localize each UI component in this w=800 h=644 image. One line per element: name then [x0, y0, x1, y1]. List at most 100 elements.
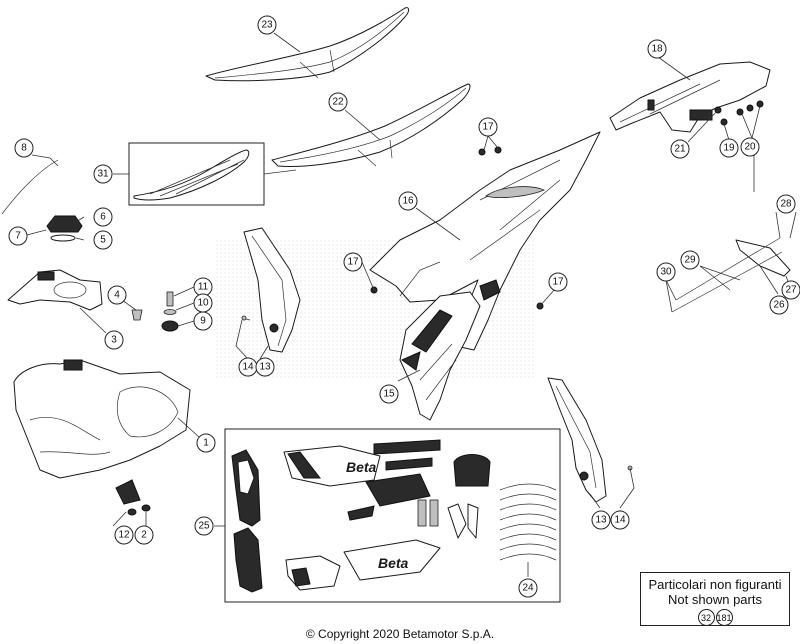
- svg-text:24: 24: [522, 583, 534, 594]
- callout-23: 23: [257, 15, 277, 35]
- radiator-shroud-13-right: [547, 377, 607, 503]
- svg-text:9: 9: [200, 316, 206, 327]
- svg-text:12: 12: [118, 530, 130, 541]
- callout-1: 1: [196, 433, 216, 453]
- callout-31: 31: [93, 164, 113, 184]
- svg-text:14: 14: [614, 515, 626, 526]
- svg-text:7: 7: [15, 231, 21, 242]
- rim-stripes-24: [499, 483, 557, 561]
- callouts: 23 22 31 8 6 7 5 3 4 11 10 9 14 13 1 12 …: [8, 15, 800, 598]
- callout-13-left: 13: [255, 357, 275, 377]
- decal-kit-box-25: Beta Beta: [224, 428, 561, 603]
- callout-28: 28: [776, 194, 796, 214]
- seat-22: [271, 83, 471, 167]
- tank-cap-6: [46, 215, 83, 242]
- svg-text:17: 17: [482, 122, 494, 133]
- callout-3: 3: [104, 330, 124, 350]
- callout-24: 24: [518, 578, 538, 598]
- svg-text:10: 10: [197, 298, 209, 309]
- callout-18: 18: [647, 39, 667, 59]
- callout-21: 21: [670, 139, 690, 159]
- callout-17-top: 17: [478, 117, 498, 137]
- svg-text:15: 15: [383, 389, 395, 400]
- svg-text:13: 13: [595, 515, 607, 526]
- logo-beta-1: Beta: [346, 459, 377, 475]
- ref-callout-181: 181: [715, 609, 733, 626]
- svg-text:4: 4: [114, 290, 120, 301]
- callout-19: 19: [719, 138, 739, 158]
- callout-5: 5: [93, 230, 113, 250]
- svg-text:14: 14: [242, 362, 254, 373]
- svg-text:11: 11: [198, 282, 209, 293]
- callout-12: 12: [114, 525, 134, 545]
- copyright-footer: © Copyright 2020 Betamotor S.p.A.: [305, 627, 495, 641]
- callout-27: 27: [781, 280, 800, 300]
- callout-4: 4: [107, 285, 127, 305]
- svg-text:17: 17: [552, 277, 564, 288]
- note-line-english: Not shown parts: [668, 592, 762, 607]
- callout-26: 26: [769, 295, 789, 315]
- screw-14-left: [241, 315, 251, 321]
- fuel-tank-1: [13, 359, 191, 479]
- rear-fender-16: [369, 131, 601, 351]
- svg-text:21: 21: [674, 144, 686, 155]
- svg-text:25: 25: [198, 521, 210, 532]
- seat-cover-box-31: [128, 142, 297, 206]
- callout-10: 10: [193, 293, 213, 313]
- svg-text:17: 17: [347, 257, 359, 268]
- callout-17-right: 17: [548, 272, 568, 292]
- svg-text:22: 22: [332, 97, 344, 108]
- callout-14-right: 14: [610, 510, 630, 530]
- svg-text:18: 18: [651, 44, 663, 55]
- callout-8: 8: [14, 138, 34, 158]
- svg-text:31: 31: [97, 169, 109, 180]
- svg-text:19: 19: [723, 143, 735, 154]
- svg-text:16: 16: [402, 196, 414, 207]
- fitting-4: [131, 309, 143, 321]
- note-refs: 32 181: [641, 609, 789, 626]
- svg-text:23: 23: [261, 20, 273, 31]
- svg-text:3: 3: [111, 335, 117, 346]
- callout-22: 22: [328, 92, 348, 112]
- callout-16: 16: [398, 191, 418, 211]
- side-panel-15: [399, 291, 481, 421]
- logo-beta-2: Beta: [378, 555, 409, 571]
- callout-30: 30: [656, 262, 676, 282]
- fuel-breather-hose-8: [1, 159, 59, 215]
- callout-13-right: 13: [591, 510, 611, 530]
- callout-6: 6: [93, 207, 113, 227]
- callout-14-left: 14: [238, 357, 258, 377]
- callout-9: 9: [193, 311, 213, 331]
- callout-20: 20: [740, 137, 760, 157]
- svg-text:28: 28: [780, 199, 792, 210]
- not-shown-parts-note: Particolari non figuranti Not shown part…: [640, 572, 790, 626]
- ref-callout-32: 32: [697, 609, 715, 626]
- svg-text:2: 2: [141, 530, 147, 541]
- svg-text:29: 29: [684, 255, 696, 266]
- svg-text:30: 30: [660, 267, 672, 278]
- svg-text:1: 1: [203, 438, 209, 449]
- seat-23: [205, 7, 410, 82]
- callout-29: 29: [680, 250, 700, 270]
- tank-cover-3: [7, 269, 103, 311]
- svg-text:27: 27: [785, 285, 797, 296]
- callout-15: 15: [379, 384, 399, 404]
- svg-text:26: 26: [773, 300, 785, 311]
- fasteners-17: [370, 146, 544, 310]
- leader-lines: [26, 32, 797, 577]
- callout-17-left: 17: [343, 252, 363, 272]
- note-line-italian: Particolari non figuranti: [648, 577, 782, 592]
- subframe-18: [609, 61, 771, 133]
- callout-11: 11: [193, 277, 213, 297]
- svg-text:8: 8: [21, 143, 27, 154]
- svg-text:6: 6: [100, 212, 106, 223]
- callout-7: 7: [8, 226, 28, 246]
- tank-bolts-12-2: [115, 479, 151, 516]
- number-plate-26: [671, 237, 791, 313]
- svg-text:5: 5: [100, 235, 106, 246]
- svg-text:13: 13: [259, 362, 271, 373]
- radiator-shroud-13-left: [243, 227, 301, 353]
- callout-2: 2: [134, 525, 154, 545]
